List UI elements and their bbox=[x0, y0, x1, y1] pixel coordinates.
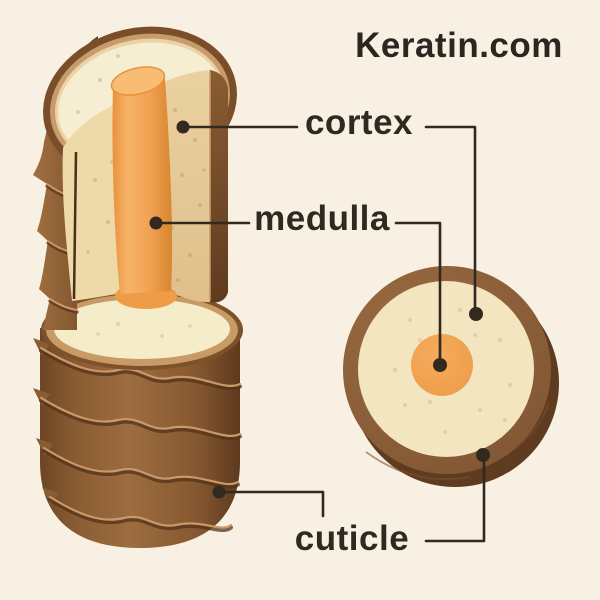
cross-section bbox=[343, 266, 559, 487]
cutaway-shaft bbox=[33, 26, 243, 548]
mid-cut-plane bbox=[41, 290, 243, 370]
cuticle-layer bbox=[33, 328, 242, 548]
anchor-dot-cuticle-section bbox=[476, 448, 490, 462]
anchor-dot-cortex-shaft bbox=[176, 120, 190, 134]
anchor-dot-cuticle-shaft bbox=[212, 485, 226, 499]
medulla-rod bbox=[110, 66, 177, 309]
anchor-dot-cortex-section bbox=[469, 307, 483, 321]
anchor-dot-medulla-shaft bbox=[149, 216, 163, 230]
leader-line-medulla bbox=[160, 221, 442, 364]
brand-title: Keratin.com bbox=[355, 26, 563, 65]
leader-line-cortex bbox=[187, 125, 477, 314]
label-medulla: medulla bbox=[254, 199, 390, 238]
leader-line-cuticle bbox=[223, 457, 486, 543]
label-cuticle: cuticle bbox=[294, 519, 410, 558]
label-cortex: cortex bbox=[304, 103, 414, 142]
anchor-dot-medulla-section bbox=[433, 358, 447, 372]
